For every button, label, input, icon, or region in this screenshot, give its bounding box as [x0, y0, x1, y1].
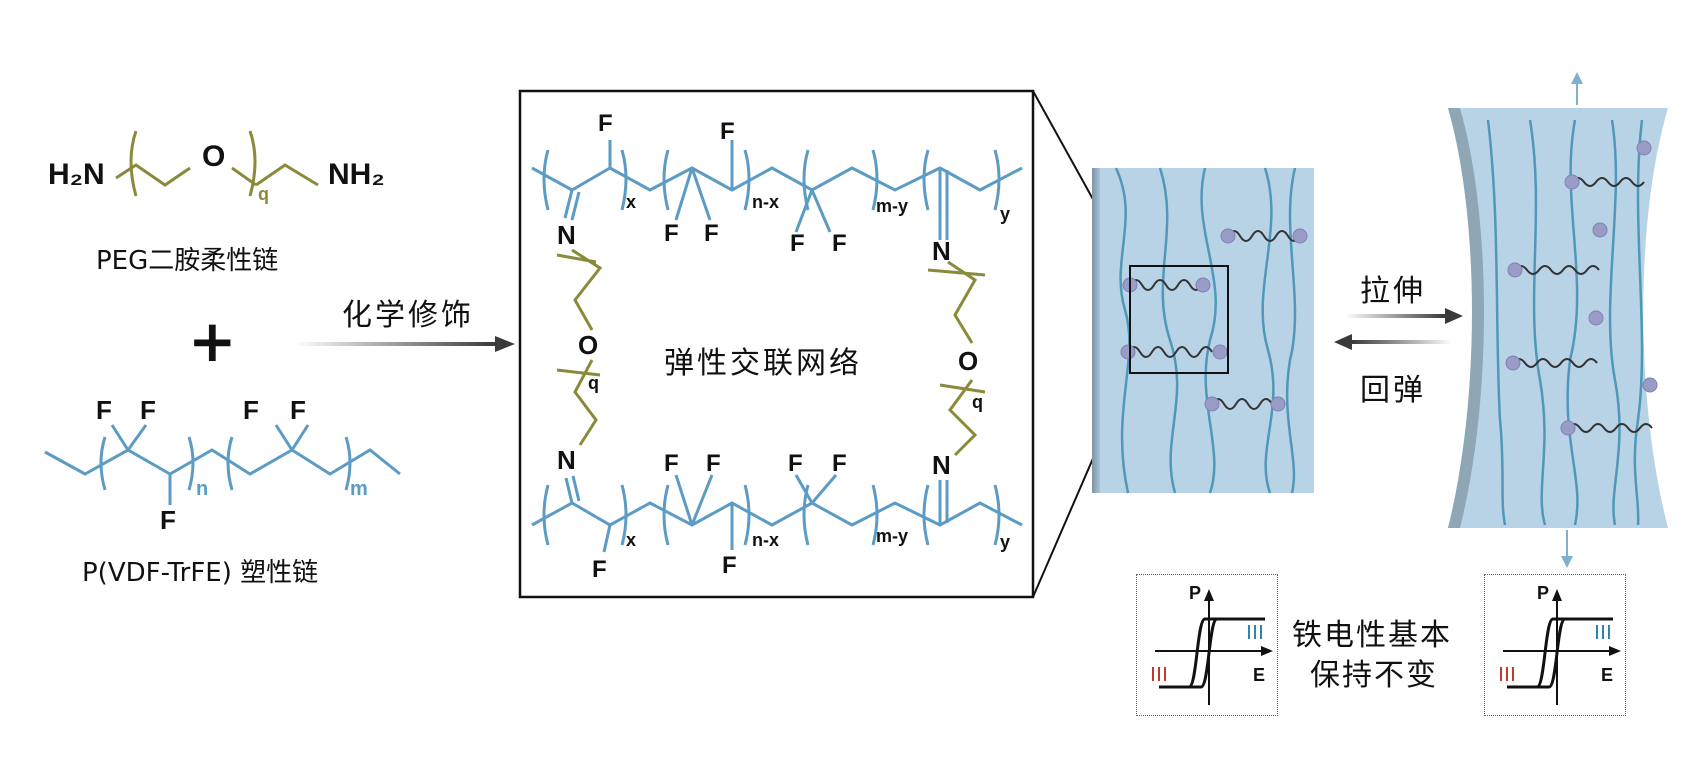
- net-bot-f3: F: [788, 450, 803, 477]
- peg-oxygen: O: [202, 140, 226, 173]
- pvdf-bracket-n-right: [187, 436, 195, 491]
- hysteresis-box-stretched: P E: [1484, 574, 1626, 716]
- net-n-bottomright: N: [932, 450, 951, 480]
- pvdf-f3: F: [160, 505, 176, 535]
- peg-end-right: NH₂: [328, 158, 385, 191]
- stretch-arrows: [1334, 308, 1463, 350]
- net-top-sub-my: m-y: [876, 196, 909, 216]
- pvdf-subscript-m: m: [350, 478, 368, 500]
- pvdf-f4: F: [243, 395, 259, 425]
- plus-sign: +: [188, 307, 237, 375]
- net-top-sub-nx: n-x: [752, 192, 779, 212]
- forward-label: 拉伸: [1360, 274, 1426, 309]
- film-crosslinks: [1127, 230, 1301, 410]
- reaction-label: 化学修饰: [342, 298, 474, 333]
- ferro-label-line2: 保持不变: [1310, 658, 1438, 693]
- axis-e-unstretched: E: [1253, 665, 1266, 685]
- right-peg-link: [927, 260, 986, 457]
- net-top-f3: F: [664, 220, 679, 247]
- unstretched-film: [1092, 167, 1314, 494]
- net-n-topleft: N: [557, 220, 576, 250]
- net-top-sub-x: x: [626, 192, 637, 212]
- net-bot-sub-my: m-y: [876, 526, 909, 546]
- net-bot-sub-x: x: [626, 530, 637, 550]
- reverse-label: 回弹: [1360, 373, 1426, 408]
- peg-subscript-q: q: [258, 184, 269, 204]
- network-chemistry: [531, 140, 1023, 553]
- peg-label: PEG二胺柔性链: [96, 246, 279, 276]
- peg-bracket-right: [248, 130, 257, 197]
- hysteresis-box-unstretched: P E: [1136, 574, 1278, 716]
- hysteresis-loop-unstretched: [1152, 589, 1273, 705]
- net-bot-f2: F: [706, 450, 721, 477]
- net-n-topright: N: [932, 236, 951, 266]
- net-top-sub-y: y: [1000, 204, 1011, 224]
- reaction-arrow: [295, 336, 515, 352]
- axis-e-stretched: E: [1601, 665, 1614, 685]
- axis-p-stretched: P: [1537, 583, 1550, 603]
- net-top-f6: F: [832, 230, 847, 257]
- network-center-label: 弹性交联网络: [664, 346, 862, 381]
- pvdf-bracket-m-left: [226, 436, 234, 491]
- peg-bracket-left: [129, 130, 138, 197]
- left-peg-link: [556, 248, 603, 446]
- pvdf-label: P(VDF-TrFE) 塑性链: [82, 558, 319, 588]
- peg-diamine-structure: [115, 130, 319, 197]
- net-top-f4: F: [704, 220, 719, 247]
- peg-end-left: H₂N: [48, 158, 105, 191]
- net-o-right: O: [958, 346, 979, 376]
- net-bot-sub-nx: n-x: [752, 530, 779, 550]
- pvdf-subscript-n: n: [196, 478, 209, 500]
- net-bot-f5: F: [592, 556, 607, 583]
- hysteresis-loop-stretched: [1500, 589, 1621, 705]
- pvdf-bracket-m-right: [344, 436, 352, 491]
- pvdf-f2: F: [140, 395, 156, 425]
- pvdf-f1: F: [96, 395, 112, 425]
- net-bot-f6: F: [722, 552, 737, 579]
- net-n-bottomleft: N: [557, 445, 576, 475]
- net-top-f2: F: [720, 118, 735, 145]
- pvdf-structure: [44, 424, 401, 505]
- net-bot-f4: F: [832, 450, 847, 477]
- pvdf-bracket-n-left: [99, 436, 107, 491]
- net-bot-sub-y: y: [1000, 532, 1011, 552]
- ferro-label-line1: 铁电性基本: [1292, 618, 1452, 653]
- net-bot-f1: F: [664, 450, 679, 477]
- net-top-f5: F: [790, 230, 805, 257]
- net-q-right: q: [972, 392, 983, 412]
- zoom-window: [1129, 265, 1229, 374]
- net-top-f1: F: [598, 110, 613, 137]
- pvdf-backbone: [44, 448, 401, 476]
- stretched-film: [1448, 72, 1668, 568]
- axis-p-unstretched: P: [1189, 583, 1202, 603]
- peg-tail-bonds: [255, 163, 319, 187]
- peg-repeat-bonds: [115, 163, 191, 187]
- film-chains: [1114, 167, 1297, 494]
- net-q-left: q: [588, 373, 599, 393]
- net-o-left: O: [578, 330, 599, 360]
- pvdf-f5: F: [290, 395, 306, 425]
